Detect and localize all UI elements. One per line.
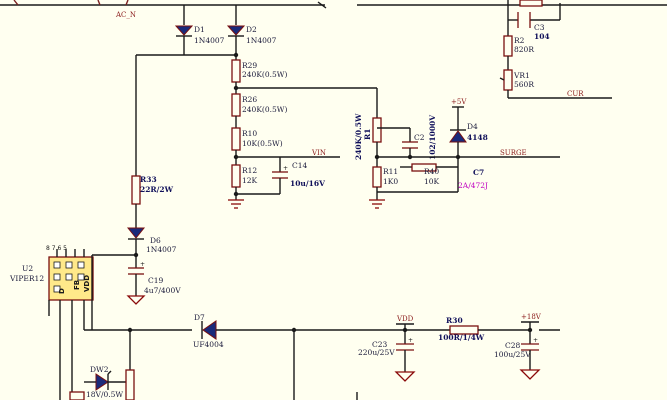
diode-d2: [226, 25, 246, 37]
ground-r11: [369, 199, 385, 209]
diode-d7: [201, 320, 217, 340]
net-vin-label: VIN: [311, 149, 326, 157]
dw2-value: 18V/0.5W: [86, 390, 123, 399]
r10-ref: R10: [242, 129, 257, 138]
ic-u2-viper12: 8 7 6 5 FB VDD D: [46, 245, 94, 310]
c2-value: 102/1000V: [428, 115, 437, 160]
ground-c28: [519, 369, 541, 380]
c28-ref: C28: [505, 341, 521, 350]
c14-value: 10u/16V: [290, 179, 325, 188]
ground-c19: [126, 295, 146, 305]
c19-ref: C19: [148, 276, 164, 285]
resistor-r1: [372, 117, 382, 143]
r29-ref: R29: [242, 61, 257, 70]
r10-value: 10K(0.5W): [242, 139, 283, 148]
r33-ref: R33: [140, 175, 157, 184]
d2-value: 1N4007: [246, 36, 277, 45]
c23-value: 220u/25V: [358, 348, 395, 357]
top-ac-rail: [0, 0, 667, 9]
resistor-r26: [231, 93, 241, 117]
c28-value: 100u/25V: [494, 350, 531, 359]
resistor-r12: [231, 164, 241, 188]
d1-ref: D1: [194, 25, 205, 34]
r1-value: 240K/0.5W: [354, 113, 363, 160]
resistor-r2: [503, 35, 513, 57]
net-cur-label: CUR: [567, 90, 584, 98]
svg-text:+: +: [140, 261, 145, 268]
c3-ref: C3: [534, 23, 545, 32]
vr1-ref: VR1: [513, 71, 530, 80]
net-ac-n-label: AC_N: [115, 11, 136, 19]
svg-text:8 7 6 5: 8 7 6 5: [46, 245, 67, 252]
d7-ref: D7: [194, 313, 205, 322]
d2-ref: D2: [246, 25, 257, 34]
r1-ref: R1: [363, 129, 372, 140]
resistor-top-right: [519, 0, 543, 7]
r11-value: 1K0: [383, 177, 398, 186]
c23-ref: C23: [372, 340, 388, 349]
d6-ref: D6: [150, 236, 161, 245]
diode-d4: [449, 129, 467, 143]
net-18v-label: +18V: [521, 313, 542, 321]
r30-value: 100R/1/4W: [438, 333, 485, 342]
capacitor-c2: [402, 141, 418, 149]
ground-c23: [394, 371, 416, 382]
c19-value: 4u7/400V: [144, 286, 181, 295]
net-vdd-label: VDD: [396, 315, 414, 323]
resistor-r10: [231, 127, 241, 151]
ground-r12: [228, 199, 244, 209]
c2-ref: C2: [414, 133, 425, 142]
svg-text:+: +: [533, 337, 538, 344]
vr1-value: 560R: [514, 80, 534, 89]
diode-d6: [126, 227, 146, 240]
r11-ref: R11: [383, 167, 398, 176]
capacitor-c3: [517, 12, 531, 28]
diode-d1: [174, 25, 194, 37]
u2-value: VIPER12: [9, 274, 44, 283]
resistor-r29: [231, 59, 241, 83]
c14-ref: C14: [292, 161, 308, 170]
r12-ref: R12: [242, 166, 257, 175]
u2-ref: U2: [22, 264, 33, 273]
r30-ref: R30: [446, 316, 463, 325]
r2-value: 820R: [514, 45, 534, 54]
net-surge-label: SURGE: [500, 149, 527, 157]
c7-value: 2A/472J: [458, 181, 488, 190]
d1-value: 1N4007: [194, 36, 225, 45]
dw2-ref: DW2: [90, 365, 109, 374]
potentiometer-vr1: [499, 69, 513, 91]
c3-value: 104: [534, 32, 550, 41]
resistor-r33: [131, 175, 141, 205]
r29-value: 240K(0.5W): [242, 70, 287, 79]
svg-text:+: +: [283, 165, 288, 172]
svg-text:+: +: [408, 337, 413, 344]
r33-value: 22R/2W: [140, 185, 174, 194]
r26-value: 240K(0.5W): [242, 105, 287, 114]
resistor-r11: [372, 166, 382, 188]
d4-ref: D4: [467, 122, 478, 131]
d4-value: 4148: [467, 133, 488, 142]
r40-ref: R40: [424, 167, 439, 176]
net-5v-label: +5V: [451, 98, 467, 106]
c7-ref: C7: [473, 168, 484, 177]
d7-value: UF4004: [193, 340, 224, 349]
u2-pin-vdd: VDD: [83, 275, 91, 292]
r12-value: 12K: [242, 176, 258, 185]
r2-ref: R2: [514, 36, 525, 45]
r26-ref: R26: [242, 95, 257, 104]
u2-pin-fb: FB: [73, 280, 81, 290]
r40-value: 10K: [424, 177, 440, 186]
u2-pin-d: D: [58, 288, 66, 294]
d6-value: 1N4007: [146, 245, 177, 254]
